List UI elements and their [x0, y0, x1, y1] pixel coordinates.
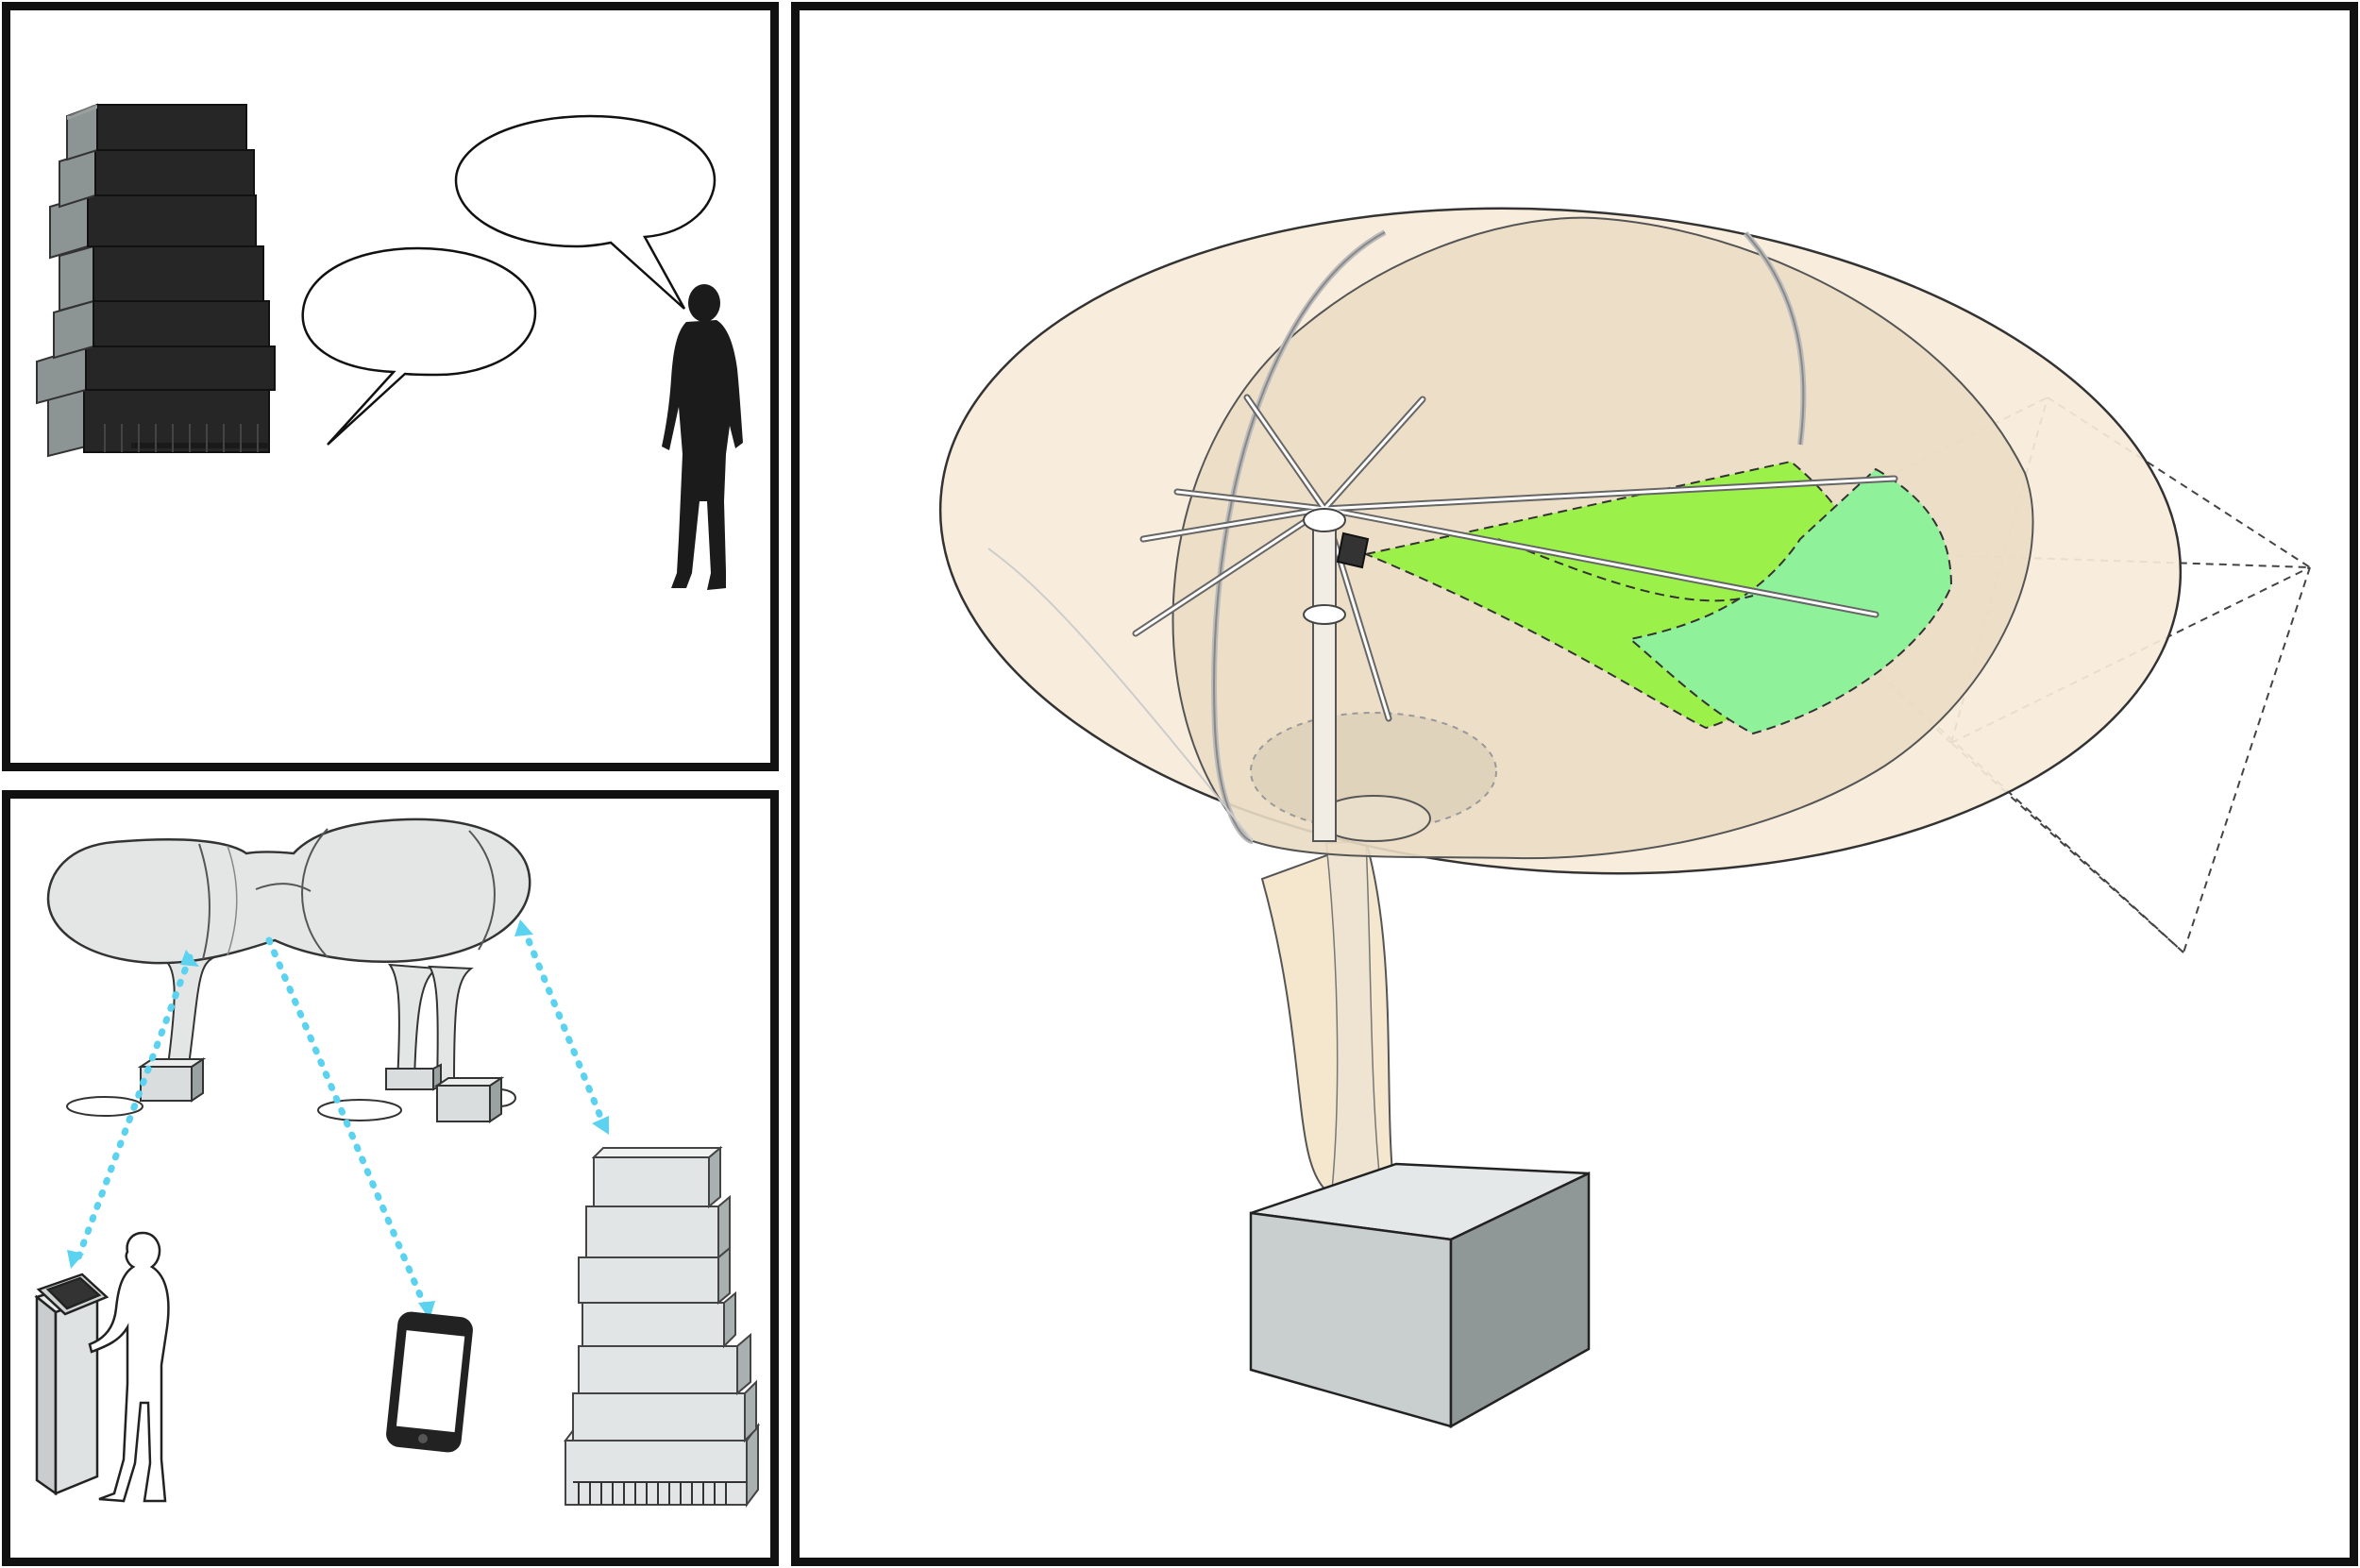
speech-bubble-icon — [454, 114, 716, 310]
person-silhouette-icon — [662, 284, 743, 590]
panel-conversation — [2, 2, 779, 771]
kiosk-icon — [34, 1273, 110, 1496]
link-phone — [265, 936, 430, 1312]
network-links — [75, 925, 607, 1312]
link-kiosk — [75, 953, 194, 1261]
person-silhouette-icon — [88, 1231, 170, 1503]
panel-umbrella-drawing — [938, 207, 2311, 1429]
link-stack — [520, 925, 607, 1127]
panel-umbrella-detail — [791, 2, 2358, 1566]
panel-network — [2, 790, 779, 1566]
umbrella-pole — [1260, 839, 1396, 1193]
umbrella-pod-icon — [46, 818, 531, 1123]
arrowheads — [67, 919, 609, 1320]
smartphone-icon — [386, 1311, 473, 1453]
panel-network-drawing — [34, 818, 760, 1508]
box-stack-icon — [36, 103, 276, 458]
speech-bubble-icon — [301, 246, 537, 446]
panel-conversation-drawing — [36, 103, 743, 590]
umbrella-base — [1249, 1162, 1591, 1429]
box-stack-icon — [564, 1145, 760, 1508]
sensor-device-icon — [1336, 531, 1370, 569]
umbrella-pole-upper — [1303, 508, 1370, 842]
